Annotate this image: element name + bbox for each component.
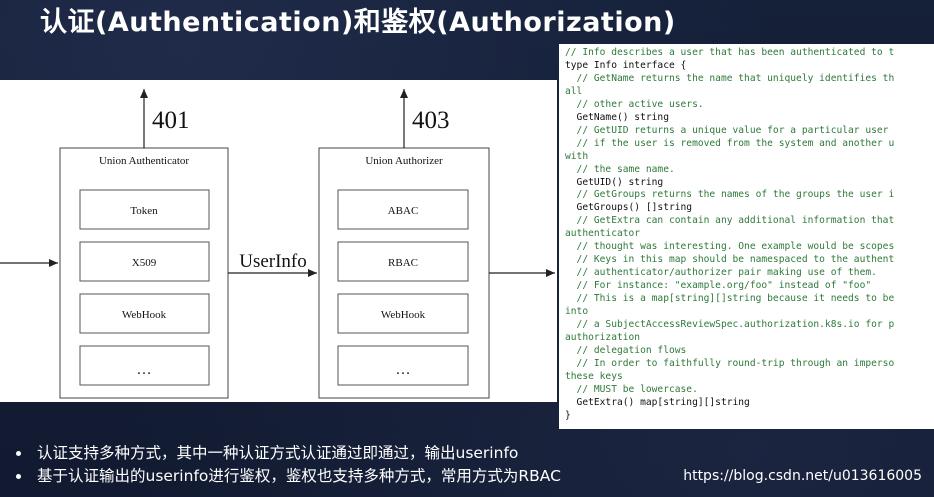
bullet-item: 基于认证输出的userinfo进行鉴权，鉴权也支持多种方式，常用方式为RBAC: [14, 465, 561, 488]
authenticator-item-more: [79, 345, 210, 386]
code-line: // In order to faithfully round-trip thr…: [565, 357, 895, 369]
authorizer-item-abac: [337, 189, 469, 230]
code-line: // delegation flows: [565, 344, 687, 356]
code-line: // GetExtra can contain any additional i…: [565, 215, 895, 227]
code-block: // Info describes a user that has been a…: [559, 44, 934, 423]
code-line: with: [565, 150, 589, 162]
code-line: // Keys in this map should be namespaced…: [565, 254, 895, 266]
code-line: // For instance: "example.org/foo" inste…: [565, 280, 872, 292]
authorizer-item-rbac: [337, 241, 469, 282]
code-line: // GetUID returns a unique value for a p…: [565, 124, 889, 136]
bullet-item: 认证支持多种方式，其中一种认证方式认证通过即通过，输出userinfo: [14, 442, 561, 465]
code-line: GetExtra() map[string][]string: [565, 396, 750, 408]
auth-flow-diagram: Union Authenticator Token X509 WebHook ……: [0, 80, 557, 402]
code-line: GetName() string: [565, 111, 669, 123]
code-line: // a SubjectAccessReviewSpec.authorizati…: [565, 319, 895, 331]
authenticator-item-label: WebHook: [122, 309, 167, 321]
code-line: }: [565, 409, 571, 421]
authenticator-item-label: X509: [132, 257, 157, 269]
authenticator-item-token: [79, 189, 210, 230]
authorizer-item-label: …: [396, 362, 411, 378]
code-line: // This is a map[string][]string because…: [565, 293, 895, 305]
code-line: // other active users.: [565, 98, 704, 110]
authorizer-item-label: RBAC: [388, 257, 418, 269]
code-line: GetGroups() []string: [565, 202, 693, 214]
bullet-text: 认证支持多种方式，其中一种认证方式认证通过即通过，输出userinfo: [37, 444, 519, 462]
bullet-text: 基于认证输出的userinfo进行鉴权，鉴权也支持多种方式，常用方式为RBAC: [37, 467, 561, 485]
code-panel: // Info describes a user that has been a…: [559, 44, 934, 429]
authorizer-item-webhook: [337, 293, 469, 334]
source-watermark: https://blog.csdn.net/u013616005: [683, 468, 922, 484]
code-line: // authenticator/authorizer pair making …: [565, 267, 877, 279]
slide-title: 认证(Authentication)和鉴权(Authorization): [40, 7, 676, 38]
code-line: // thought was interesting. One example …: [565, 241, 895, 253]
authorizer-item-more: [337, 345, 469, 386]
authenticator-item-webhook: [79, 293, 210, 334]
code-line: // Info describes a user that has been a…: [565, 47, 895, 58]
code-line: authorization: [565, 331, 641, 343]
authenticator-title: Union Authenticator: [99, 155, 189, 167]
code-line: type Info interface {: [565, 59, 687, 71]
bullet-list: 认证支持多种方式，其中一种认证方式认证通过即通过，输出userinfo 基于认证…: [14, 442, 561, 488]
code-line: // GetGroups returns the names of the gr…: [565, 189, 895, 201]
authorizer-title: Union Authorizer: [365, 155, 443, 167]
code-line: authenticator: [565, 228, 641, 240]
code-line: // MUST be lowercase.: [565, 383, 698, 395]
authenticator-item-x509: [79, 241, 210, 282]
code-line: these keys: [565, 370, 623, 382]
authorizer-item-label: ABAC: [388, 205, 419, 217]
authorizer-item-label: WebHook: [381, 309, 426, 321]
status-403-label: 403: [412, 107, 450, 134]
code-line: into: [565, 306, 589, 318]
bullet-dot-icon: [16, 474, 21, 479]
code-line: // GetName returns the name that uniquel…: [565, 72, 895, 84]
bullet-dot-icon: [16, 451, 21, 456]
status-401-label: 401: [152, 107, 190, 134]
auth-flow-svg: Union Authenticator Token X509 WebHook ……: [0, 89, 555, 399]
code-line: all: [565, 85, 583, 97]
userinfo-label: UserInfo: [239, 251, 307, 272]
code-line: // the same name.: [565, 163, 675, 175]
code-line: // if the user is removed from the syste…: [565, 137, 895, 149]
authenticator-item-label: Token: [130, 205, 158, 217]
authenticator-item-label: …: [137, 362, 152, 378]
code-line: GetUID() string: [565, 176, 664, 188]
